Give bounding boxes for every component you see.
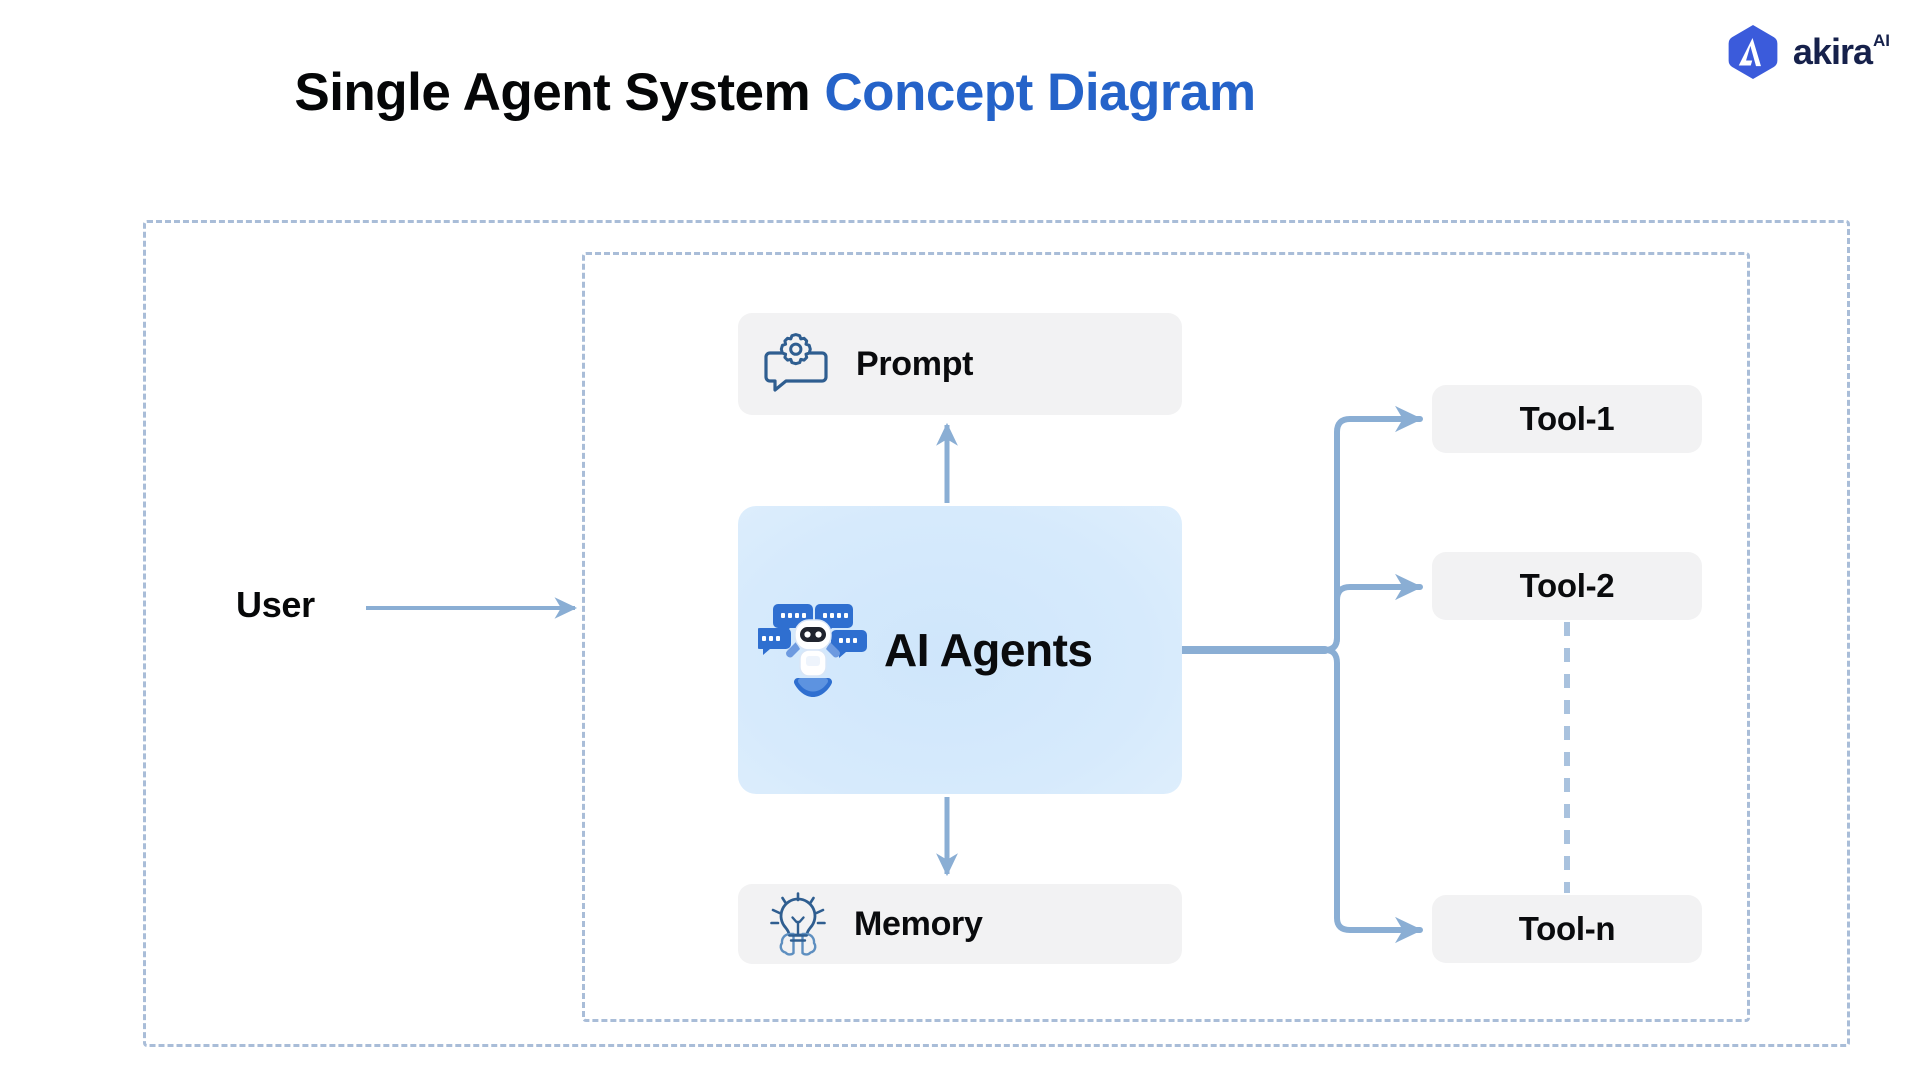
node-memory-label: Memory xyxy=(854,904,983,943)
lightbulb-brain-icon xyxy=(770,892,826,956)
node-tool-1-label: Tool-1 xyxy=(1519,400,1615,437)
brand-wordmark-superscript: AI xyxy=(1873,31,1890,50)
brand-wordmark-text: akira xyxy=(1792,31,1873,72)
user-label: User xyxy=(236,584,315,625)
node-tool-2[interactable]: Tool-2 xyxy=(1432,552,1702,620)
page-title: Single Agent System Concept Diagram xyxy=(0,62,1550,123)
brand-logo[interactable]: akira AI xyxy=(1723,22,1890,82)
node-tool-2-label: Tool-2 xyxy=(1519,567,1615,604)
node-tool-n[interactable]: Tool-n xyxy=(1432,895,1702,963)
page-title-accent: Concept Diagram xyxy=(824,63,1256,122)
gear-speech-bubble-icon xyxy=(764,333,828,392)
node-memory[interactable]: Memory xyxy=(738,884,1182,964)
node-prompt-label: Prompt xyxy=(856,344,974,383)
page-title-main: Single Agent System xyxy=(294,63,811,122)
system-boundary xyxy=(143,220,1850,1047)
node-ai-agents-label: AI Agents xyxy=(884,624,1093,676)
brand-wordmark: akira AI xyxy=(1792,31,1890,72)
node-tool-n-label: Tool-n xyxy=(1518,910,1616,947)
node-prompt[interactable]: Prompt xyxy=(738,313,1182,415)
agent-boundary xyxy=(582,252,1750,1022)
robot-chat-bubbles-icon xyxy=(758,604,867,697)
node-tool-1[interactable]: Tool-1 xyxy=(1432,385,1702,453)
node-ai-agents[interactable]: AI Agents xyxy=(738,506,1182,794)
akira-hexagon-a-icon xyxy=(1728,25,1778,79)
